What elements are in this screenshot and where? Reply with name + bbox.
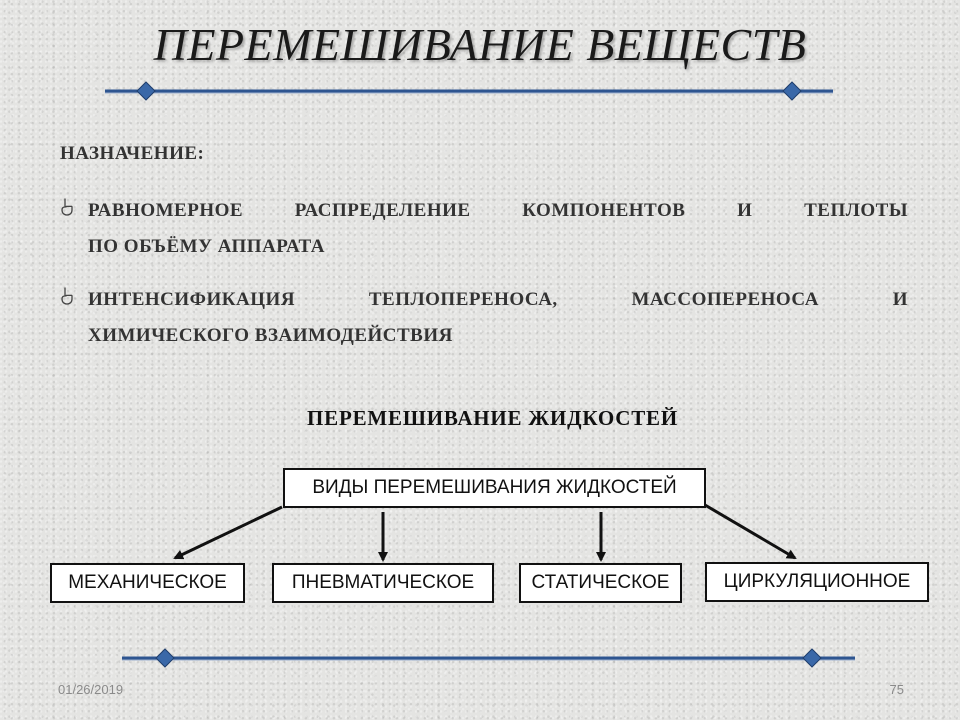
top-divider: [105, 81, 833, 101]
diagram-node-static: СТАТИЧЕСКОЕ: [519, 563, 682, 603]
arrow-to-mechanical: [173, 505, 283, 560]
bullet-item-intensification: ИНТЕНСИФИКАЦИЯ ТЕПЛОПЕРЕНОСА, МАССОПЕРЕН…: [88, 282, 908, 354]
diagram-node-mechanical: МЕХАНИЧЕСКОЕ: [50, 563, 245, 603]
diagram-node-pneumatic: ПНЕВМАТИЧЕСКОЕ: [272, 563, 494, 603]
purpose-heading: НАЗНАЧЕНИЕ:: [60, 143, 205, 164]
diagram-heading: ПЕРЕМЕШИВАНИЕ ЖИДКОСТЕЙ: [307, 406, 678, 430]
bullet-line: ПО ОБЪЁМУ АППАРАТА: [88, 236, 325, 257]
bullet-line: ИНТЕНСИФИКАЦИЯ ТЕПЛОПЕРЕНОСА, МАССОПЕРЕН…: [88, 289, 908, 310]
bullet-line: РАВНОМЕРНОЕ РАСПРЕДЕЛЕНИЕ КОМПОНЕНТОВ И …: [88, 200, 908, 221]
diagram-node-circulation: ЦИРКУЛЯЦИОННОЕ: [705, 562, 929, 602]
pointing-hand-icon: [61, 287, 73, 305]
slide-title: ПЕРЕМЕШИВАНИЕ ВЕЩЕСТВ: [153, 19, 807, 70]
divider-diamond-left: [136, 81, 156, 101]
diagram-root-box: ВИДЫ ПЕРЕМЕШИВАНИЯ ЖИДКОСТЕЙ: [283, 468, 706, 508]
divider-diamond-right: [782, 81, 802, 101]
divider-diamond-right: [802, 648, 822, 668]
bullet-line: ХИМИЧЕСКОГО ВЗАИМОДЕЙСТВИЯ: [88, 325, 453, 346]
divider-diamond-left: [155, 648, 175, 668]
pointing-hand-icon: [61, 198, 73, 216]
bullet-item-distribution: РАВНОМЕРНОЕ РАСПРЕДЕЛЕНИЕ КОМПОНЕНТОВ И …: [88, 193, 908, 265]
page-number: 75: [889, 682, 904, 697]
footer-date: 01/26/2019: [58, 682, 124, 697]
arrow-to-circulation: [704, 503, 797, 560]
bottom-divider: [122, 648, 855, 668]
